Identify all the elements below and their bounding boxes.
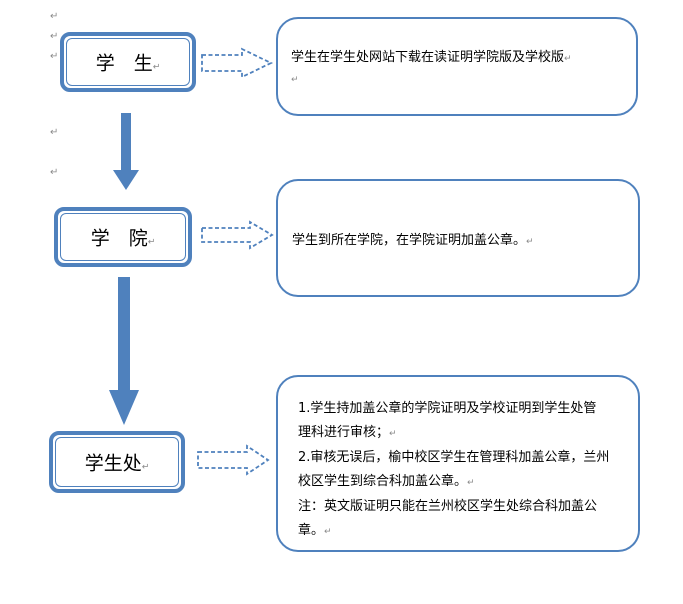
node-inner-border (66, 38, 190, 86)
description-line: 章。↵ (298, 522, 332, 538)
description-line: 1.学生持加盖公章的学院证明及学校证明到学生处管 (298, 401, 597, 416)
node-label: 学 院↵ (90, 227, 156, 250)
paragraph-mark: ↵ (50, 51, 59, 62)
paragraph-mark: ↵ (50, 127, 59, 138)
node-inner-border (60, 213, 186, 261)
description-text: 学生到所在学院，在学院证明加盖公章。↵ (292, 233, 534, 248)
dashed-arrow-2 (201, 220, 274, 250)
dashed-arrow-1 (201, 47, 274, 79)
description-line: 注：英文版证明只能在兰州校区学生处综合科加盖公 (298, 499, 598, 514)
down-arrow-1 (113, 113, 139, 190)
description-text: 学生在学生处网站下载在读证明学院版及学校版↵ (291, 50, 572, 65)
paragraph-mark: ↵ (291, 75, 299, 85)
node-inner-border (55, 437, 179, 487)
paragraph-mark: ↵ (50, 167, 59, 178)
node-student-affairs: 学生处↵ (49, 431, 185, 493)
description-line: 校区学生到综合科加盖公章。↵ (298, 473, 475, 489)
description-box-student: 学生在学生处网站下载在读证明学院版及学校版↵ ↵ (276, 17, 638, 116)
description-box-student-affairs: 1.学生持加盖公章的学院证明及学校证明到学生处管 理科进行审核；↵ 2.审核无误… (276, 375, 640, 552)
node-label: 学 生↵ (95, 52, 161, 75)
description-line: 2.审核无误后，榆中校区学生在管理科加盖公章，兰州 (298, 450, 610, 465)
down-arrow-2 (109, 277, 139, 425)
paragraph-mark: ↵ (50, 11, 59, 22)
paragraph-mark: ↵ (50, 31, 59, 42)
node-student: 学 生↵ (60, 32, 196, 92)
dashed-arrow-3 (197, 444, 270, 476)
description-text: 1.学生持加盖公章的学院证明及学校证明到学生处管 理科进行审核；↵ 2.审核无误… (298, 397, 609, 544)
node-college: 学 院↵ (54, 207, 192, 267)
node-label: 学生处↵ (84, 452, 150, 475)
description-box-college: 学生到所在学院，在学院证明加盖公章。↵ (276, 179, 640, 297)
description-line: 理科进行审核；↵ (298, 424, 397, 440)
